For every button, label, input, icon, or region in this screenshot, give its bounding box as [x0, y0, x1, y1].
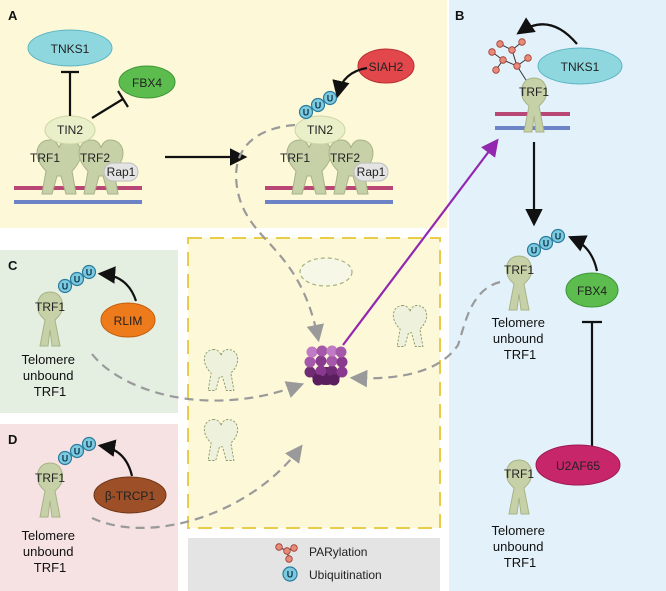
par-chain-icon [488, 38, 532, 81]
tnks1-shape [27, 29, 113, 67]
tnks1-shape [537, 47, 623, 85]
tin2-degraded-shape [299, 257, 353, 287]
trf2-label: TRF2 [330, 151, 360, 165]
trf2-label: TRF2 [80, 151, 110, 165]
panel-c: TRF1 U U U RLIM Telomere unbound TRF1 [21, 264, 156, 399]
fbx4-ubiquitinates-arrow [567, 235, 599, 272]
purple-transition-arrow [342, 138, 499, 346]
siah2-ubiquitinates-arrow [332, 66, 368, 99]
ubiquitin-icon [282, 566, 298, 582]
telomere-unbound-caption: Telomere unbound TRF1 [21, 352, 78, 399]
trf1-label: TRF1 [35, 300, 65, 314]
panel-c-label: C [8, 258, 18, 273]
btrcp1-shape [93, 476, 167, 514]
svg-text:U: U [303, 108, 310, 118]
svg-text:U: U [543, 239, 550, 249]
inhibition-bar [117, 90, 129, 108]
panel-b-background [449, 0, 666, 591]
svg-text:U: U [555, 232, 562, 242]
svg-text:U: U [62, 454, 69, 464]
proteasome-icon [304, 345, 348, 386]
degradation-flow-arrow [91, 444, 303, 529]
tnks1-parylates-arrow [516, 17, 578, 45]
trf1-label: TRF1 [519, 85, 549, 99]
siah2-shape [357, 48, 415, 84]
rlim-shape [100, 302, 156, 338]
trf1-label: TRF1 [504, 263, 534, 277]
u2af65-label: U2AF65 [556, 459, 600, 473]
telomere-unbound-caption: Telomere unbound TRF1 [491, 315, 548, 362]
trf1-label: TRF1 [30, 151, 60, 165]
legend: PARylation U Ubiquitination [275, 543, 382, 582]
rap1-shape [353, 162, 389, 182]
rlim-label: RLIM [114, 314, 143, 328]
panel-a-label: A [8, 8, 18, 23]
svg-text:U: U [315, 101, 322, 111]
tin2-shape [294, 115, 346, 145]
ubiquitin-icon-symbol: U [287, 570, 294, 580]
degradation-flow-arrow [91, 353, 305, 402]
svg-text:U: U [86, 440, 93, 450]
tin2-label: TIN2 [57, 123, 83, 137]
fbx4-label: FBX4 [132, 76, 162, 90]
trf1-label: TRF1 [280, 151, 310, 165]
rap1-label: Rap1 [357, 165, 386, 179]
degradation-flow-arrow [349, 280, 501, 388]
legend-parylation-label: PARylation [309, 545, 367, 559]
tin2-label: TIN2 [307, 123, 333, 137]
svg-text:U: U [327, 94, 334, 104]
panel-b: TRF1 TNKS1 TRF1 U U [488, 17, 623, 570]
svg-text:U: U [531, 246, 538, 256]
panel-b-label: B [455, 8, 464, 23]
panel-d: TRF1 U U U β-TRCP1 Telomere unbound TRF1 [21, 436, 167, 575]
tnks1-label: TNKS1 [51, 42, 90, 56]
svg-text:U: U [74, 447, 81, 457]
ubiquitin-chain: U U U [57, 436, 97, 466]
panel-d-label: D [8, 432, 17, 447]
fbx4-shape [118, 65, 176, 99]
svg-text:U: U [62, 282, 69, 292]
btrcp1-label: β-TRCP1 [105, 489, 156, 503]
tin2-inhibits-fbx4 [91, 98, 124, 119]
degradation-center [91, 123, 501, 529]
fbx4-label: FBX4 [577, 284, 607, 298]
panel-a: TIN2 TRF1 TRF2 Rap1 TNKS1 FBX4 TIN2 TRF1… [14, 29, 415, 204]
rlim-ubiquitinates-arrow [97, 266, 138, 302]
parylation-icon [275, 543, 298, 563]
svg-text:U: U [74, 275, 81, 285]
btrcp1-ubiquitinates-arrow [97, 439, 134, 477]
tnks1-label: TNKS1 [561, 60, 600, 74]
telomere-unbound-caption: Telomere unbound TRF1 [21, 528, 78, 575]
fbx4-shape [565, 272, 619, 308]
legend-ubiquitination-label: Ubiquitination [309, 568, 382, 582]
rap1-shape [103, 162, 139, 182]
legend-box [188, 538, 440, 591]
trf1-label: TRF1 [35, 471, 65, 485]
u2af65-shape [535, 444, 621, 486]
svg-text:U: U [86, 268, 93, 278]
ubiquitin-chain: U U U [57, 264, 97, 294]
ubiquitin-chain: U U U [526, 228, 566, 258]
siah2-label: SIAH2 [369, 60, 404, 74]
trf1-label: TRF1 [504, 467, 534, 481]
rap1-label: Rap1 [107, 165, 136, 179]
degradation-flow-arrow [234, 123, 324, 343]
telomere-unbound-caption: Telomere unbound TRF1 [491, 523, 548, 570]
ubiquitin-chain: U U U [298, 90, 338, 120]
